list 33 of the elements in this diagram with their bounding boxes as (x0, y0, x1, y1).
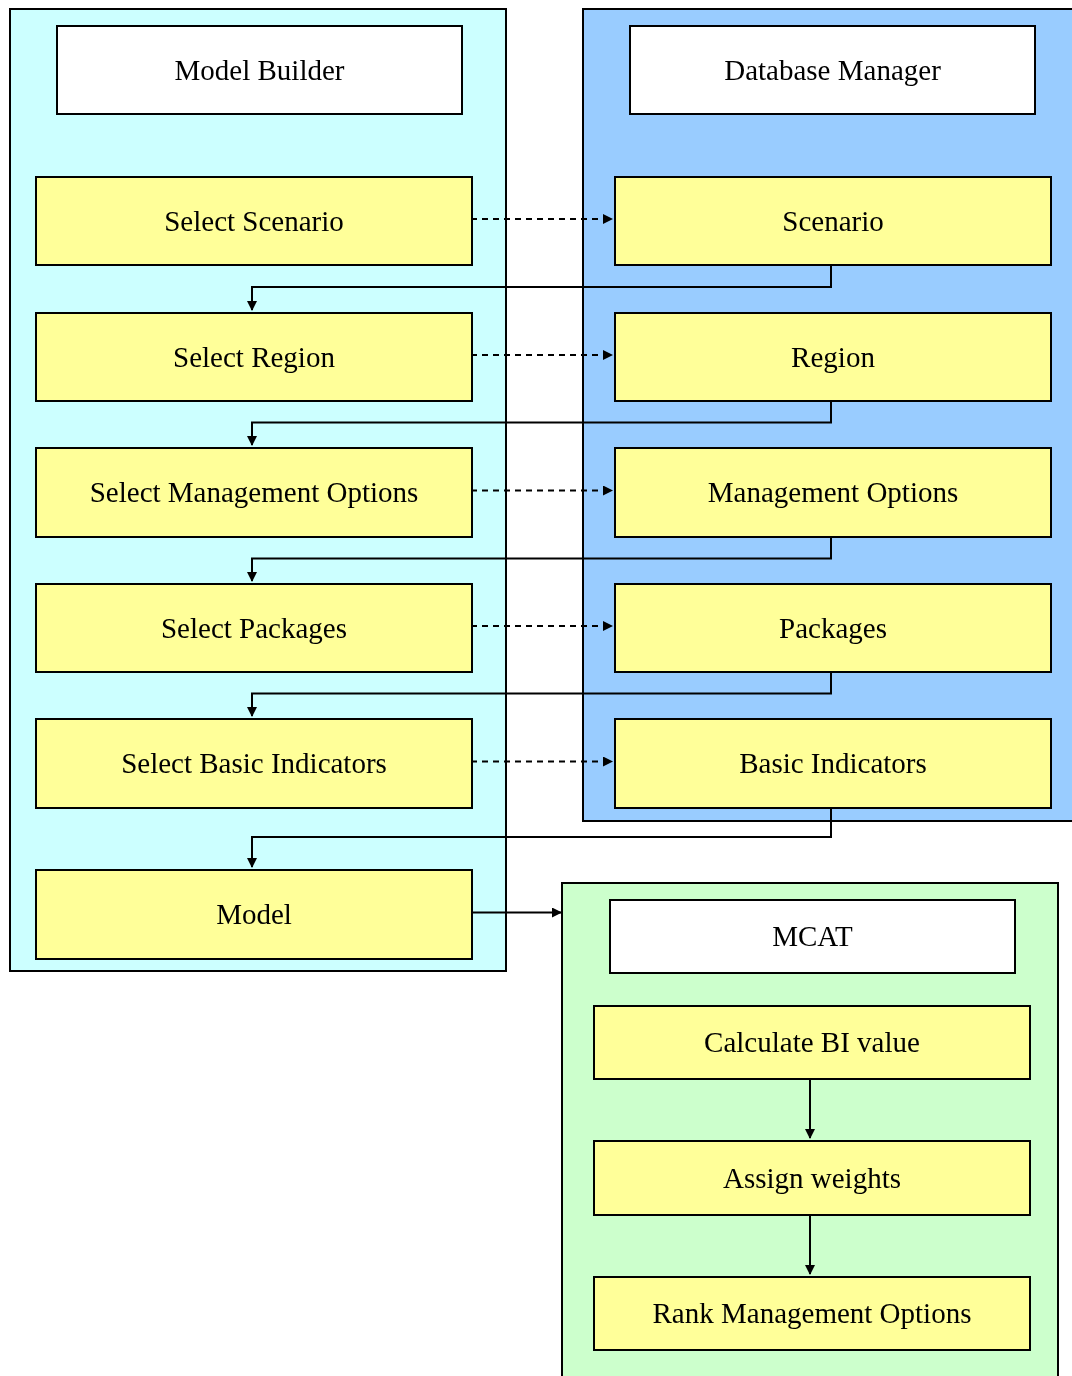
arrow (470, 907, 562, 918)
arrow (247, 670, 832, 717)
dashed-arrow (470, 485, 613, 496)
group-panel (561, 882, 1059, 1376)
panel-title: Database Manager (629, 25, 1036, 115)
group-panel (582, 8, 1072, 822)
process-box: Select Basic Indicators (35, 718, 473, 809)
group-panel (9, 8, 507, 972)
panel-title: Model Builder (56, 25, 463, 115)
process-box: Select Scenario (35, 176, 473, 266)
process-box: Management Options (614, 447, 1052, 538)
process-box: Select Region (35, 312, 473, 402)
arrow (247, 806, 832, 868)
process-box: Model (35, 869, 473, 960)
process-box: Select Packages (35, 583, 473, 673)
dashed-arrow (470, 350, 613, 360)
arrow (247, 263, 832, 311)
arrow (247, 399, 832, 446)
dashed-arrow (470, 214, 613, 224)
process-box: Packages (614, 583, 1052, 673)
dashed-arrow (470, 621, 613, 631)
arrow (805, 1077, 815, 1139)
process-box: Calculate BI value (593, 1005, 1031, 1080)
dashed-arrow (470, 756, 613, 767)
process-box: Select Management Options (35, 447, 473, 538)
arrow (805, 1213, 815, 1275)
arrow (247, 535, 832, 582)
process-box: Region (614, 312, 1052, 402)
panel-title: MCAT (609, 899, 1016, 974)
process-box: Assign weights (593, 1140, 1031, 1216)
process-box: Basic Indicators (614, 718, 1052, 809)
process-box: Rank Management Options (593, 1276, 1031, 1351)
process-box: Scenario (614, 176, 1052, 266)
